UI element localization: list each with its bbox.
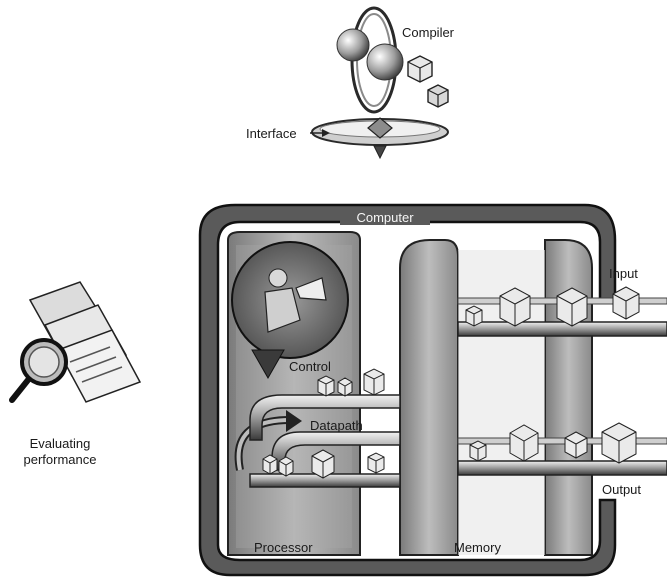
cube-icon: [500, 288, 530, 326]
cube-icon: [613, 287, 639, 319]
evaluating-label-line2: performance: [10, 452, 110, 467]
interface-disc-icon: [312, 118, 448, 158]
cube-icon: [312, 450, 334, 478]
cube-icon: [263, 455, 277, 474]
cube-icon: [338, 378, 352, 396]
cube-icon: [565, 432, 587, 458]
cube-icon: [279, 457, 293, 476]
sphere-icon: [337, 29, 369, 61]
cube-icon: [466, 306, 482, 326]
processor-label: Processor: [254, 540, 313, 555]
cube-icon: [364, 369, 384, 395]
cube-icon: [602, 423, 636, 463]
cube-icon: [557, 288, 587, 326]
output-label: Output: [602, 482, 641, 497]
memory-column: [400, 240, 592, 555]
computer-label: Computer: [340, 210, 430, 225]
interface-label: Interface: [246, 126, 297, 141]
cube-icon: [408, 56, 432, 82]
evaluating-label-line1: Evaluating: [10, 436, 110, 451]
evaluating-performance-illustration: [12, 282, 140, 402]
cube-icon: [428, 85, 448, 107]
cube-icon: [470, 441, 486, 461]
cube-icon: [510, 425, 538, 461]
magnifier-icon: [12, 340, 66, 400]
input-label: Input: [609, 266, 638, 281]
memory-label: Memory: [454, 540, 501, 555]
datapath-label: Datapath: [310, 418, 363, 433]
sphere-icon: [367, 44, 403, 80]
control-label: Control: [289, 359, 331, 374]
cube-icon: [318, 376, 334, 396]
compiler-label: Compiler: [402, 25, 454, 40]
cube-icon: [368, 453, 384, 473]
person-icon: [269, 269, 287, 287]
